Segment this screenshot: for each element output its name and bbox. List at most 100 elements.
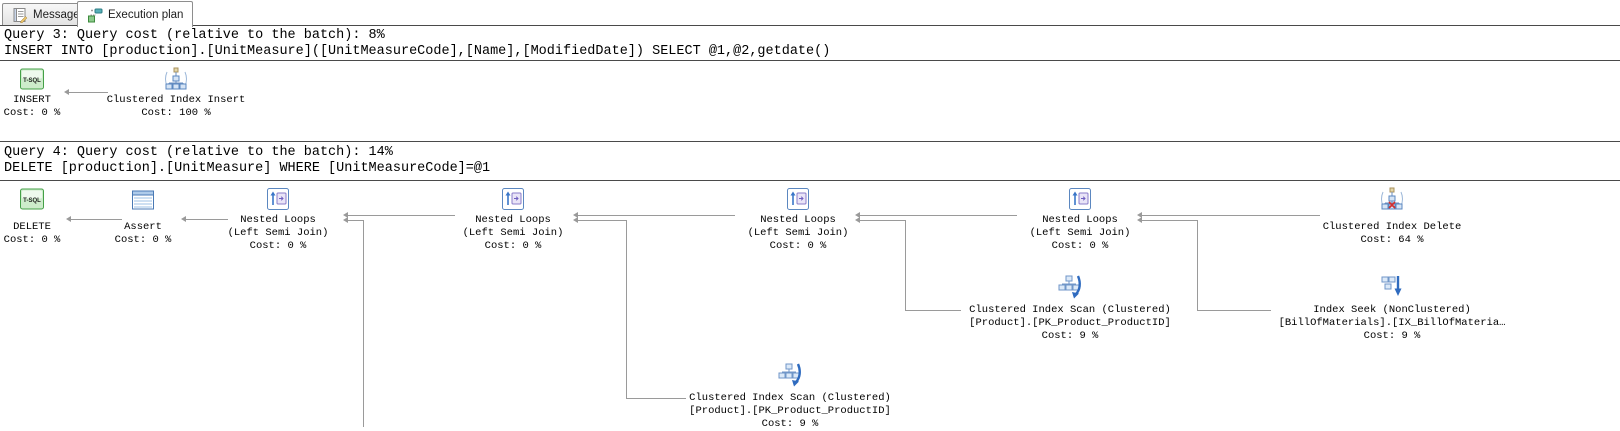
- plan-connector: [71, 219, 122, 220]
- node-cost-label: Cost: 0 %: [3, 107, 61, 119]
- nested-loops-icon: [163, 187, 393, 211]
- plan-connector: [1142, 220, 1197, 221]
- tab-label: Messages: [33, 9, 86, 21]
- node-cost-label: Cost: 64 %: [1360, 234, 1424, 246]
- nested-loops-icon: [683, 187, 913, 211]
- node-cost-label: Cost: 0 %: [3, 234, 61, 246]
- tab-execution-plan[interactable]: Execution plan: [77, 1, 194, 27]
- node-cost-label: Cost: 0 %: [1051, 240, 1109, 252]
- node-operator-label: Clustered Index Insert: [106, 94, 246, 106]
- index-seek-icon: [1277, 274, 1507, 300]
- node-operator-label: Index Seek (NonClustered): [1313, 304, 1471, 316]
- node-object-label: [BillOfMaterials].[IX_BillOfMateria…: [1278, 317, 1506, 329]
- plan-connector-arrowhead: [855, 217, 860, 223]
- query-statement-text: INSERT INTO [production].[UnitMeasure]([…: [4, 44, 831, 59]
- plan-node-clustered-index-scan-2[interactable]: Clustered Index Scan (Clustered) [Produc…: [675, 362, 905, 431]
- node-join-type-label: (Left Semi Join): [747, 227, 849, 239]
- plan-connector: [1142, 215, 1320, 216]
- plan-node-nested-loops-1[interactable]: Nested Loops (Left Semi Join) Cost: 0 %: [163, 187, 393, 253]
- plan-connector-arrowhead: [855, 212, 860, 218]
- plan-connector: [905, 310, 961, 311]
- plan-node-nested-loops-2[interactable]: Nested Loops (Left Semi Join) Cost: 0 %: [398, 187, 628, 253]
- tsql-icon-label: T-SQL: [23, 198, 41, 204]
- plan-connector: [1197, 310, 1271, 311]
- plan-connector-arrowhead: [573, 217, 578, 223]
- tab-messages[interactable]: Messages: [2, 3, 96, 26]
- node-cost-label: Cost: 9 %: [1363, 330, 1421, 342]
- plan-connector: [348, 215, 455, 216]
- tab-label: Execution plan: [108, 8, 184, 21]
- tsql-icon-label: T-SQL: [23, 78, 41, 84]
- separator-line: [0, 60, 1620, 61]
- node-join-type-label: (Left Semi Join): [462, 227, 564, 239]
- clustered-index-delete-icon: [1277, 187, 1507, 211]
- nested-loops-icon: [398, 187, 628, 211]
- node-join-type-label: (Left Semi Join): [227, 227, 329, 239]
- plan-connector: [578, 220, 626, 221]
- separator-line: [0, 180, 1620, 181]
- plan-connector: [578, 215, 735, 216]
- plan-node-nested-loops-4[interactable]: Nested Loops (Left Semi Join) Cost: 0 %: [965, 187, 1195, 253]
- query-header-text: Query 4: Query cost (relative to the bat…: [4, 145, 393, 160]
- plan-connector: [1197, 220, 1198, 310]
- node-join-type-label: (Left Semi Join): [1029, 227, 1131, 239]
- plan-connector: [363, 220, 364, 427]
- node-cost-label: Cost: 0 %: [484, 240, 542, 252]
- plan-connector-arrowhead: [573, 212, 578, 218]
- assert-icon: [28, 187, 258, 211]
- plan-connector-arrowhead: [1137, 212, 1142, 218]
- query-statement-text: DELETE [production].[UnitMeasure] WHERE …: [4, 161, 491, 176]
- plan-connector-arrowhead: [66, 216, 71, 222]
- plan-node-clustered-index-scan-1[interactable]: Clustered Index Scan (Clustered) [Produc…: [955, 274, 1185, 343]
- plan-connector-arrowhead: [181, 216, 186, 222]
- plan-connector: [626, 398, 686, 399]
- query-header-text: Query 3: Query cost (relative to the bat…: [4, 28, 385, 43]
- node-operator-label: Clustered Index Scan (Clustered): [689, 392, 891, 404]
- results-tab-bar: Messages Execution plan: [0, 0, 1620, 27]
- plan-node-clustered-index-insert[interactable]: Clustered Index Insert Cost: 100 %: [61, 67, 291, 120]
- plan-connector: [905, 220, 906, 310]
- node-operator-label: Clustered Index Delete: [1322, 221, 1462, 233]
- node-cost-label: Cost: 0 %: [114, 234, 172, 246]
- node-operator-label: Assert: [124, 221, 162, 233]
- plan-connector: [860, 215, 1017, 216]
- plan-node-nested-loops-3[interactable]: Nested Loops (Left Semi Join) Cost: 0 %: [683, 187, 913, 253]
- clustered-index-scan-icon: [675, 362, 905, 388]
- plan-connector-arrowhead: [64, 89, 69, 95]
- node-operator-label: Nested Loops: [1042, 214, 1118, 226]
- node-operator-label: Nested Loops: [475, 214, 551, 226]
- plan-node-index-seek[interactable]: Index Seek (NonClustered) [BillOfMateria…: [1277, 274, 1507, 343]
- node-operator-label: Clustered Index Scan (Clustered): [969, 304, 1171, 316]
- node-cost-label: Cost: 0 %: [249, 240, 307, 252]
- node-operator-label: INSERT: [13, 94, 51, 106]
- plan-node-insert[interactable]: T-SQL INSERT Cost: 0 %: [0, 67, 147, 120]
- node-operator-label: DELETE: [13, 221, 51, 233]
- plan-connector: [69, 92, 108, 93]
- node-object-label: [Product].[PK_Product_ProductID]: [689, 405, 891, 417]
- node-object-label: [Product].[PK_Product_ProductID]: [969, 317, 1171, 329]
- plan-node-assert[interactable]: Assert Cost: 0 %: [28, 187, 258, 247]
- plan-connector-arrowhead: [343, 217, 348, 223]
- plan-node-clustered-index-delete[interactable]: Clustered Index Delete Cost: 64 %: [1277, 187, 1507, 247]
- node-operator-label: Nested Loops: [240, 214, 316, 226]
- plan-connector-arrowhead: [343, 212, 348, 218]
- nested-loops-icon: [965, 187, 1195, 211]
- clustered-index-scan-icon: [955, 274, 1185, 300]
- plan-connector: [348, 220, 363, 221]
- plan-connector: [860, 220, 905, 221]
- messages-icon: [12, 7, 28, 23]
- plan-node-delete[interactable]: T-SQL DELETE Cost: 0 %: [0, 187, 147, 247]
- plan-connector-arrowhead: [1137, 217, 1142, 223]
- tsql-icon: T-SQL: [0, 187, 147, 211]
- tab-bar-border: [0, 25, 1620, 26]
- node-cost-label: Cost: 100 %: [141, 107, 211, 119]
- separator-line: [0, 141, 1620, 142]
- clustered-index-insert-icon: [61, 67, 291, 91]
- node-cost-label: Cost: 9 %: [1041, 330, 1099, 342]
- execution-plan-icon: [87, 7, 103, 23]
- node-cost-label: Cost: 9 %: [761, 418, 819, 430]
- plan-connector: [626, 220, 627, 398]
- plan-connector: [186, 219, 228, 220]
- tsql-icon: T-SQL: [0, 67, 147, 91]
